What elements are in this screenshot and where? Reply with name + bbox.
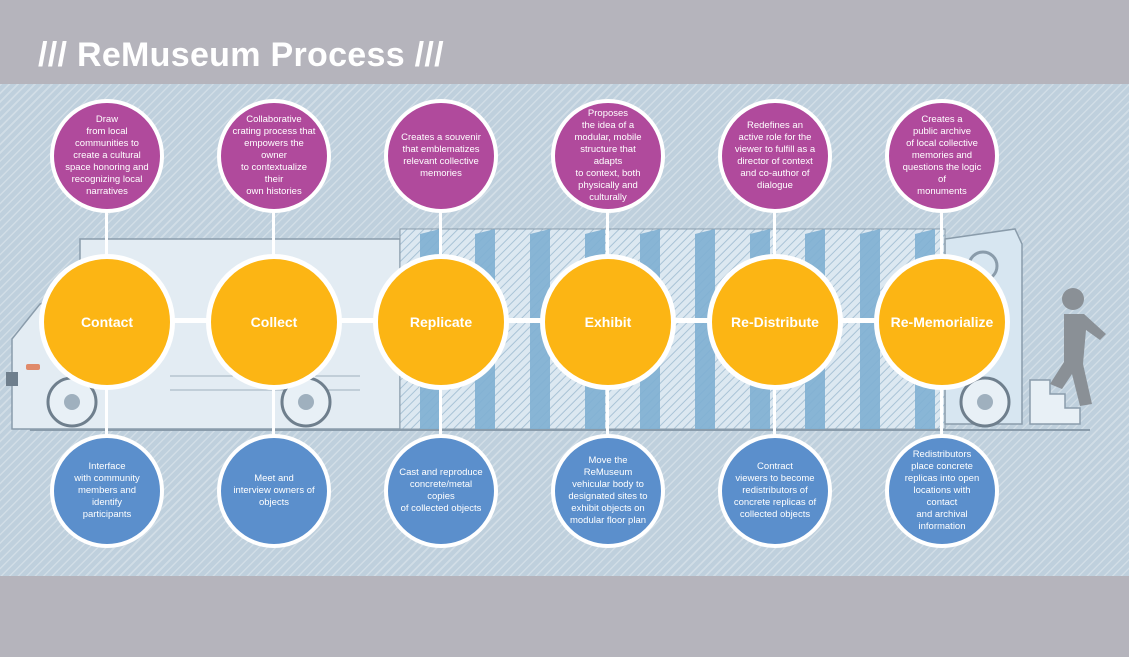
step-circle-contact: Contact bbox=[39, 254, 175, 390]
purpose-text: Proposes the idea of a modular, mobile s… bbox=[574, 108, 642, 203]
action-text: Cast and reproduce concrete/metal copies… bbox=[399, 467, 483, 514]
purpose-text: Collaborative crating process that empow… bbox=[232, 114, 316, 197]
purpose-circle-contact: Draw from local communities to create a … bbox=[50, 99, 164, 213]
step-label: Re-Distribute bbox=[731, 314, 819, 330]
process-line bbox=[106, 318, 942, 323]
action-circle-re-memorialize: Redistributors place concrete replicas i… bbox=[885, 434, 999, 548]
purpose-circle-re-memorialize: Creates a public archive of local collec… bbox=[885, 99, 999, 213]
step-label: Replicate bbox=[409, 314, 473, 330]
action-circle-collect: Meet and interview owners of objects bbox=[217, 434, 331, 548]
step-circle-replicate: Replicate bbox=[373, 254, 509, 390]
action-text: Interface with community members and ide… bbox=[74, 461, 140, 520]
purpose-circle-replicate: Creates a souvenir that emblematizes rel… bbox=[384, 99, 498, 213]
step-circle-re-distribute: Re-Distribute bbox=[707, 254, 843, 390]
step-label: Re-Memorialize bbox=[890, 314, 994, 330]
purpose-circle-re-distribute: Redefines an active role for the viewer … bbox=[718, 99, 832, 213]
step-circle-collect: Collect bbox=[206, 254, 342, 390]
step-label: Contact bbox=[80, 314, 134, 330]
action-circle-replicate: Cast and reproduce concrete/metal copies… bbox=[384, 434, 498, 548]
process-diagram: Draw from local communities to create a … bbox=[0, 84, 1129, 576]
step-circle-exhibit: Exhibit bbox=[540, 254, 676, 390]
purpose-text: Draw from local communities to create a … bbox=[65, 114, 149, 197]
action-text: Move the ReMuseum vehicular body to desi… bbox=[568, 455, 648, 526]
action-text: Meet and interview owners of objects bbox=[233, 473, 315, 508]
step-circle-re-memorialize: Re-Memorialize bbox=[874, 254, 1010, 390]
action-circle-exhibit: Move the ReMuseum vehicular body to desi… bbox=[551, 434, 665, 548]
action-text: Redistributors place concrete replicas i… bbox=[904, 449, 980, 532]
purpose-circle-exhibit: Proposes the idea of a modular, mobile s… bbox=[551, 99, 665, 213]
person-icon bbox=[1050, 288, 1106, 406]
page-title: /// ReMuseum Process /// bbox=[38, 36, 444, 74]
action-text: Contract viewers to become redistributor… bbox=[733, 461, 817, 520]
purpose-text: Creates a souvenir that emblematizes rel… bbox=[401, 132, 481, 179]
step-label: Collect bbox=[250, 314, 298, 330]
purpose-circle-collect: Collaborative crating process that empow… bbox=[217, 99, 331, 213]
purpose-text: Creates a public archive of local collec… bbox=[902, 114, 982, 197]
action-circle-re-distribute: Contract viewers to become redistributor… bbox=[718, 434, 832, 548]
purpose-text: Redefines an active role for the viewer … bbox=[734, 120, 816, 191]
action-circle-contact: Interface with community members and ide… bbox=[50, 434, 164, 548]
step-label: Exhibit bbox=[584, 314, 632, 330]
